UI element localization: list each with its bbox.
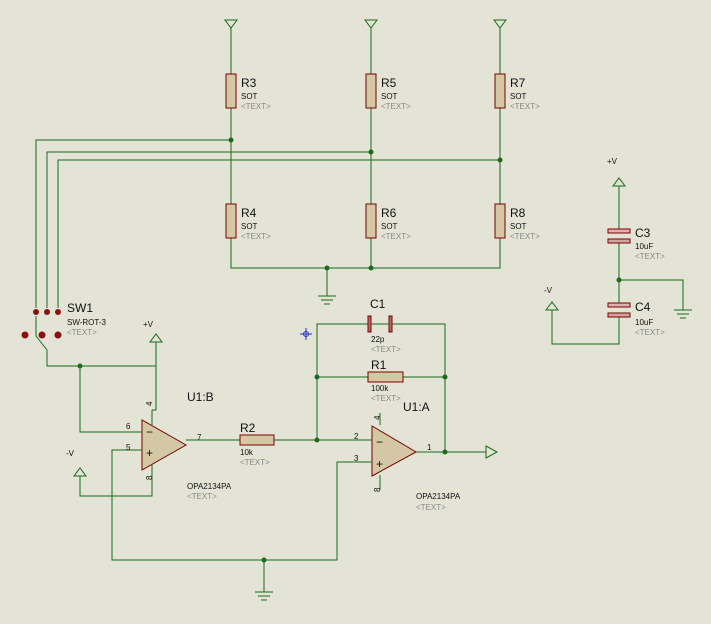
terminal-top-3[interactable] [493,19,507,29]
capacitor-text: <TEXT> [635,328,665,337]
resistor-text: <TEXT> [371,394,401,403]
supply-pos-u1b[interactable]: +V [143,320,163,343]
pin-number: 7 [197,433,202,442]
pin-number: 4 [373,415,382,420]
resistor-r2[interactable]: R2 10k <TEXT> [239,421,275,467]
opamp-u1b[interactable]: − + 6 5 7 4 8 U1:B OPA2134PA <TEXT> [126,366,232,501]
resistor-name: R6 [381,206,397,220]
resistor-name: R2 [240,421,256,435]
supply-pos-label: +V [607,157,618,166]
capacitor-c1[interactable]: C1 22p <TEXT> [367,297,401,354]
terminal-top-2[interactable] [364,19,378,29]
switch-text: <TEXT> [67,328,97,337]
ground-symbol-3[interactable] [674,309,692,319]
resistor-text: <TEXT> [381,232,411,241]
terminal-top-1[interactable] [224,19,238,29]
resistor-value: 100k [371,384,389,393]
opamp-text: <TEXT> [187,492,217,501]
resistor-value: SOT [241,222,258,231]
pin-number: 2 [354,432,359,441]
resistor-name: R5 [381,76,397,90]
supply-neg-decoupling[interactable]: -V [544,286,559,311]
pin-number: 4 [145,401,154,406]
supply-neg-label: -V [66,449,75,458]
rotary-switch-sw1[interactable]: SW1 SW-ROT-3 <TEXT> [21,301,107,339]
resistor-r4[interactable]: R4 SOT <TEXT> [225,203,271,241]
opamp-u1a[interactable]: − + 2 3 1 4 8 U1:A OPA2134PA <TEXT> [354,400,461,512]
capacitor-value: 10uF [635,242,653,251]
origin-marker-icon [300,328,312,340]
resistor-value: SOT [381,222,398,231]
opamp-text: <TEXT> [416,503,446,512]
pin-number: 3 [354,454,359,463]
resistor-text: <TEXT> [241,102,271,111]
resistor-value: 10k [240,448,254,457]
resistor-r6[interactable]: R6 SOT <TEXT> [365,203,411,241]
capacitor-c3[interactable]: C3 10uF <TEXT> [607,226,665,261]
resistor-value: SOT [241,92,258,101]
resistor-value: SOT [510,222,527,231]
resistor-text: <TEXT> [240,458,270,467]
capacitor-value: 22p [371,335,385,344]
resistor-r7[interactable]: R7 SOT <TEXT> [494,73,540,111]
switch-value: SW-ROT-3 [67,318,107,327]
capacitor-c4[interactable]: C4 10uF <TEXT> [607,300,665,337]
switch-name: SW1 [67,301,93,315]
inverting-marker: − [146,425,153,439]
opamp-name: U1:A [403,400,430,414]
pin-number: 8 [145,475,154,480]
capacitor-name: C1 [370,297,386,311]
junctions [77,137,622,563]
supply-pos-decoupling[interactable]: +V [607,157,626,187]
resistor-text: <TEXT> [381,102,411,111]
resistor-r1[interactable]: R1 100k <TEXT> [367,358,404,403]
capacitor-name: C3 [635,226,651,240]
resistor-r5[interactable]: R5 SOT <TEXT> [365,73,411,111]
pin-number: 8 [373,487,382,492]
pin-number: 1 [427,443,432,452]
resistor-value: SOT [381,92,398,101]
noninverting-marker: + [376,457,383,471]
supply-pos-label: +V [143,320,154,329]
resistor-name: R8 [510,206,526,220]
resistor-name: R1 [371,358,387,372]
supply-neg-label: -V [544,286,553,295]
resistor-name: R7 [510,76,526,90]
ground-symbol-1[interactable] [318,295,336,305]
resistor-text: <TEXT> [510,102,540,111]
resistor-r8[interactable]: R8 SOT <TEXT> [494,203,540,241]
resistor-text: <TEXT> [241,232,271,241]
capacitor-text: <TEXT> [635,252,665,261]
noninverting-marker: + [146,446,153,460]
resistor-name: R4 [241,206,257,220]
capacitor-value: 10uF [635,318,653,327]
wires [35,28,684,592]
opamp-part: OPA2134PA [187,482,232,491]
supply-neg-u1b[interactable]: -V [66,449,87,477]
resistor-name: R3 [241,76,257,90]
resistor-r3[interactable]: R3 SOT <TEXT> [225,73,271,111]
resistor-text: <TEXT> [510,232,540,241]
resistor-value: SOT [510,92,527,101]
pin-number: 6 [126,422,131,431]
capacitor-text: <TEXT> [371,345,401,354]
inverting-marker: − [376,435,383,449]
pin-number: 5 [126,443,131,452]
opamp-name: U1:B [187,390,214,404]
output-terminal[interactable] [485,445,499,459]
ground-symbol-2[interactable] [255,591,273,601]
capacitor-name: C4 [635,300,651,314]
opamp-part: OPA2134PA [416,492,461,501]
